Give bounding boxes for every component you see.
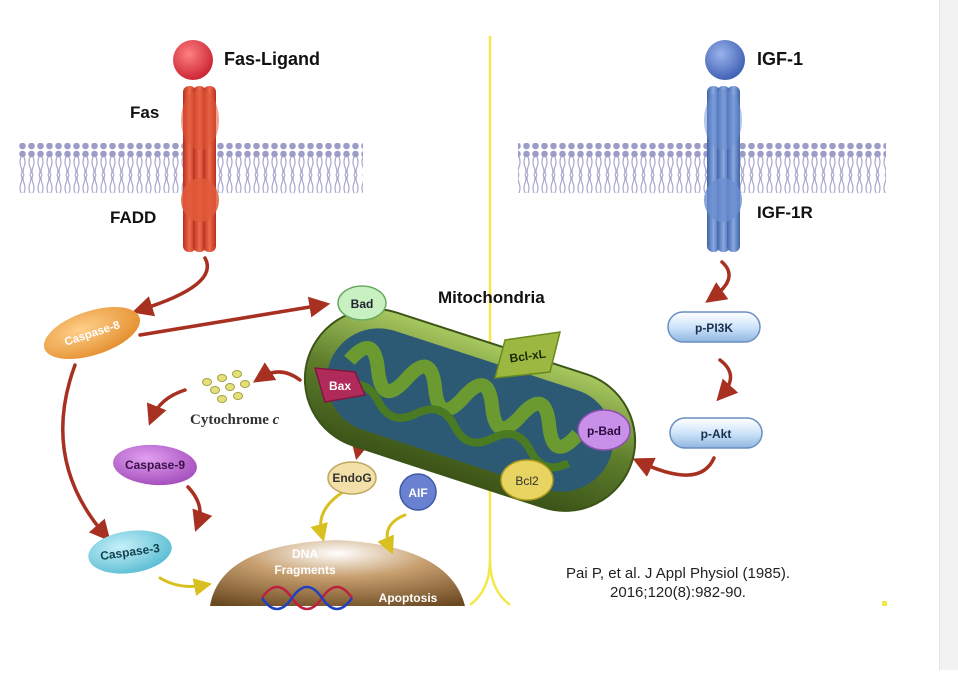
cytochrome-c-molecules	[202, 370, 250, 403]
caspase9-label: Caspase-9	[125, 458, 185, 472]
divider-fork	[469, 559, 511, 606]
side-scroll-strip	[939, 0, 958, 670]
mitochondria-label: Mitochondria	[438, 288, 545, 307]
yellow-arrows	[158, 490, 407, 596]
endog-shape	[327, 461, 377, 495]
dna-label: DNA	[292, 547, 318, 561]
bcl2-shape	[500, 459, 554, 501]
citation-line1: Pai P, et al. J Appl Physiol (1985).	[566, 565, 790, 582]
fas-receptor	[181, 86, 219, 252]
igf1-label: IGF-1	[757, 49, 803, 69]
caspase8-shape	[43, 306, 141, 360]
mitochondrion	[303, 308, 637, 512]
p-pi3k-pill	[667, 311, 761, 343]
apoptosis-label: Apoptosis	[379, 591, 438, 605]
fas-ligand-label: Fas-Ligand	[224, 49, 320, 69]
fragments-label: Fragments	[274, 563, 336, 577]
igf1-ball	[705, 40, 745, 80]
bax-label: Bax	[329, 379, 351, 393]
cytochrome-text: Cytochrome	[190, 412, 269, 428]
p-bad-label: p-Bad	[587, 424, 621, 438]
bcl-xl-shape	[493, 331, 561, 379]
fas-ligand-ball	[173, 40, 213, 80]
bad-label: Bad	[351, 297, 374, 311]
p-pi3k-label: p-PI3K	[695, 321, 733, 335]
endog-label: EndoG	[332, 471, 371, 485]
igf1r-receptor	[704, 86, 742, 252]
bad-shape	[337, 285, 387, 321]
aif-label: AIF	[408, 486, 427, 500]
bcl2-label: Bcl2	[515, 474, 539, 488]
bcl-xl-label: Bcl-xL	[509, 347, 547, 366]
right-cell-membrane	[518, 143, 886, 193]
aif-shape	[399, 473, 437, 511]
cytochrome-label: Cytochrome c	[190, 412, 280, 428]
p-bad-shape	[577, 409, 631, 451]
caspase9-shape	[113, 444, 197, 486]
fas-label: Fas	[130, 103, 159, 122]
citation-line2: 2016;120(8):982-90.	[610, 584, 746, 601]
caspase3-shape	[88, 530, 172, 574]
fadd-label: FADD	[110, 208, 156, 227]
cytochrome-c-text: c	[273, 412, 280, 428]
p-akt-pill	[669, 417, 763, 449]
bax-shape	[313, 367, 367, 403]
p-akt-label: p-Akt	[701, 427, 732, 441]
dna-helix	[260, 585, 354, 611]
igf1r-label: IGF-1R	[757, 203, 813, 222]
divider-tick	[882, 601, 887, 606]
apoptotic-cell	[210, 540, 465, 606]
